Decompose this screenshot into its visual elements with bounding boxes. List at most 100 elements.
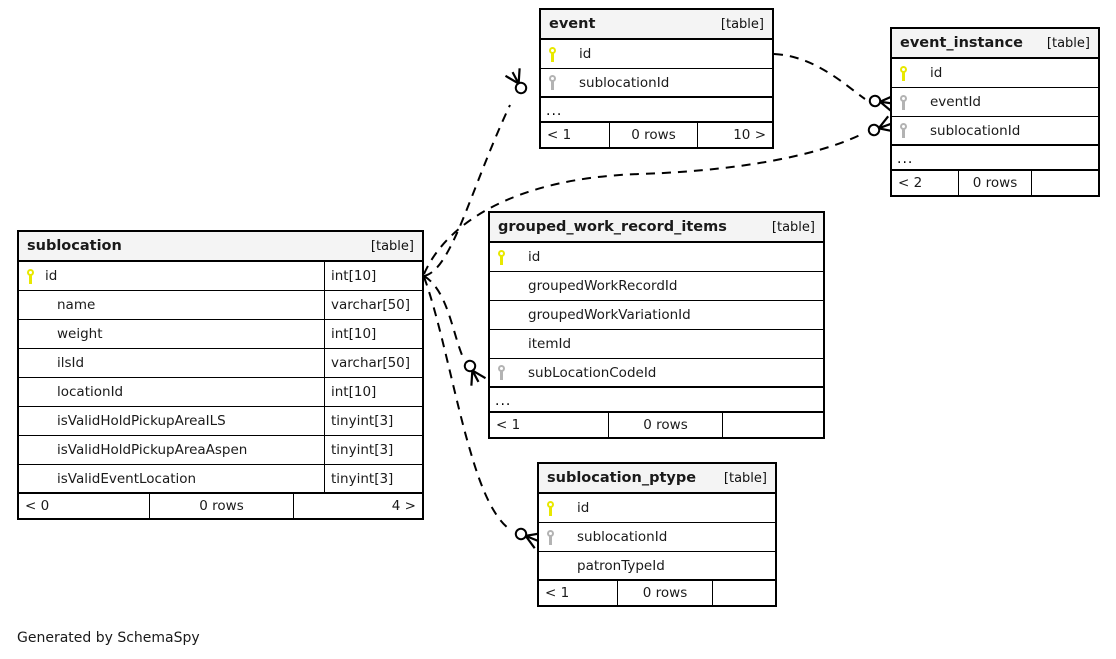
table-footer: < 0 0 rows 4 > bbox=[19, 494, 422, 518]
key-icon-yellow bbox=[892, 65, 914, 81]
column-type: int[10] bbox=[324, 378, 422, 406]
column-name: subLocationCodeId bbox=[528, 364, 657, 381]
footer-children-count[interactable]: 4 > bbox=[391, 498, 416, 514]
column-type: tinyint[3] bbox=[324, 465, 422, 492]
table-header-grouped-work-record-items: grouped_work_record_items [table] bbox=[490, 213, 823, 243]
table-type-tag: [table] bbox=[1046, 35, 1090, 51]
key-icon-grey bbox=[539, 529, 561, 545]
column-cell: weight bbox=[19, 320, 324, 348]
table-row[interactable]: ilsId varchar[50] bbox=[19, 349, 422, 378]
table-event-instance[interactable]: event_instance [table] id eventId subloc… bbox=[890, 27, 1100, 197]
column-type: int[10] bbox=[324, 262, 422, 290]
generator-caption: Generated by SchemaSpy bbox=[17, 630, 200, 646]
column-name: isValidHoldPickupAreaAspen bbox=[57, 442, 248, 458]
table-type-tag: [table] bbox=[723, 470, 767, 486]
column-name: name bbox=[57, 297, 96, 313]
more-columns-ellipsis[interactable]: ... bbox=[490, 388, 823, 413]
table-title: sublocation_ptype bbox=[547, 470, 697, 486]
column-name: isValidEventLocation bbox=[57, 470, 197, 487]
footer-parents-count[interactable]: < 1 bbox=[545, 585, 570, 601]
column-type: tinyint[3] bbox=[324, 407, 422, 435]
table-row[interactable]: locationId int[10] bbox=[19, 378, 422, 407]
table-row[interactable]: id bbox=[539, 494, 775, 523]
column-cell: id bbox=[541, 40, 772, 68]
table-row[interactable]: name varchar[50] bbox=[19, 291, 422, 320]
column-name: isValidHoldPickupAreaILS bbox=[57, 413, 226, 429]
column-cell: sublocationId bbox=[539, 523, 775, 551]
footer-children-count[interactable]: 10 > bbox=[733, 127, 766, 143]
key-icon-grey bbox=[490, 365, 512, 380]
column-cell: locationId bbox=[19, 378, 324, 406]
table-title: event_instance bbox=[900, 35, 1024, 51]
column-cell: groupedWorkVariationId bbox=[490, 301, 823, 329]
table-grouped-work-record-items[interactable]: grouped_work_record_items [table] id gro… bbox=[488, 211, 825, 439]
more-columns-ellipsis[interactable]: ... bbox=[892, 146, 1098, 171]
column-type: varchar[50] bbox=[324, 291, 422, 319]
table-row[interactable]: isValidHoldPickupAreaAspen tinyint[3] bbox=[19, 436, 422, 465]
column-cell: isValidEventLocation bbox=[19, 465, 324, 492]
table-row[interactable]: isValidHoldPickupAreaILS tinyint[3] bbox=[19, 407, 422, 436]
edge-eventinstance-event bbox=[773, 53, 896, 113]
table-row[interactable]: patronTypeId bbox=[539, 552, 775, 581]
table-row[interactable]: itemId bbox=[490, 330, 823, 359]
column-cell: id bbox=[892, 59, 1098, 87]
footer-parents-count[interactable]: < 2 bbox=[898, 175, 923, 191]
column-cell: isValidHoldPickupAreaILS bbox=[19, 407, 324, 435]
footer-row-count: 0 rows bbox=[608, 413, 723, 437]
column-name: sublocationId bbox=[930, 122, 1021, 139]
table-sublocation-ptype[interactable]: sublocation_ptype [table] id sublocation… bbox=[537, 462, 777, 607]
table-row[interactable]: id int[10] bbox=[19, 262, 422, 291]
key-icon-yellow bbox=[490, 249, 512, 265]
table-row[interactable]: groupedWorkVariationId bbox=[490, 301, 823, 330]
table-row[interactable]: subLocationCodeId bbox=[490, 359, 823, 388]
column-cell: ilsId bbox=[19, 349, 324, 377]
column-name: patronTypeId bbox=[577, 557, 665, 574]
table-title: grouped_work_record_items bbox=[498, 219, 727, 235]
table-row[interactable]: weight int[10] bbox=[19, 320, 422, 349]
key-icon-grey bbox=[892, 94, 914, 110]
table-footer: < 1 0 rows bbox=[490, 413, 823, 437]
key-icon-yellow bbox=[19, 268, 41, 284]
table-row[interactable]: isValidEventLocation tinyint[3] bbox=[19, 465, 422, 494]
footer-parents-count[interactable]: < 1 bbox=[496, 417, 521, 433]
table-row[interactable]: sublocationId bbox=[541, 69, 772, 98]
table-row[interactable]: sublocationId bbox=[539, 523, 775, 552]
table-footer: < 1 0 rows 10 > bbox=[541, 123, 772, 147]
table-row[interactable]: id bbox=[892, 59, 1098, 88]
more-columns-ellipsis[interactable]: ... bbox=[541, 98, 772, 123]
column-name: id bbox=[45, 268, 58, 284]
column-cell: isValidHoldPickupAreaAspen bbox=[19, 436, 324, 464]
table-footer: < 1 0 rows bbox=[539, 581, 775, 605]
footer-children-count[interactable] bbox=[713, 581, 775, 605]
column-cell: sublocationId bbox=[541, 69, 772, 96]
table-row[interactable]: id bbox=[490, 243, 823, 272]
column-name: sublocationId bbox=[577, 529, 668, 545]
column-cell: itemId bbox=[490, 330, 823, 358]
footer-children-count[interactable] bbox=[723, 413, 823, 437]
table-sublocation[interactable]: sublocation [table] id int[10] name varc… bbox=[17, 230, 424, 520]
column-cell: id bbox=[490, 243, 823, 271]
footer-parents-count[interactable]: < 0 bbox=[25, 498, 50, 514]
column-name: ilsId bbox=[57, 355, 85, 371]
table-title: event bbox=[549, 16, 596, 32]
column-cell: subLocationCodeId bbox=[490, 359, 823, 386]
footer-row-count: 0 rows bbox=[617, 581, 713, 605]
column-cell: groupedWorkRecordId bbox=[490, 272, 823, 300]
key-icon-grey bbox=[541, 75, 563, 90]
table-row[interactable]: id bbox=[541, 40, 772, 69]
column-name: groupedWorkVariationId bbox=[528, 307, 691, 323]
table-row[interactable]: sublocationId bbox=[892, 117, 1098, 146]
table-title: sublocation bbox=[27, 238, 122, 254]
column-type: varchar[50] bbox=[324, 349, 422, 377]
column-cell: id bbox=[19, 262, 324, 290]
footer-row-count: 0 rows bbox=[958, 171, 1032, 195]
footer-row-count: 0 rows bbox=[149, 494, 294, 518]
column-name: id bbox=[579, 46, 592, 62]
table-row[interactable]: eventId bbox=[892, 88, 1098, 117]
key-icon-grey bbox=[892, 123, 914, 138]
edge-groupedworkrecorditems-sublocation bbox=[423, 275, 487, 387]
table-row[interactable]: groupedWorkRecordId bbox=[490, 272, 823, 301]
footer-parents-count[interactable]: < 1 bbox=[547, 127, 572, 143]
table-event[interactable]: event [table] id sublocationId ... < 1 0… bbox=[539, 8, 774, 149]
footer-children-count[interactable] bbox=[1032, 171, 1098, 195]
